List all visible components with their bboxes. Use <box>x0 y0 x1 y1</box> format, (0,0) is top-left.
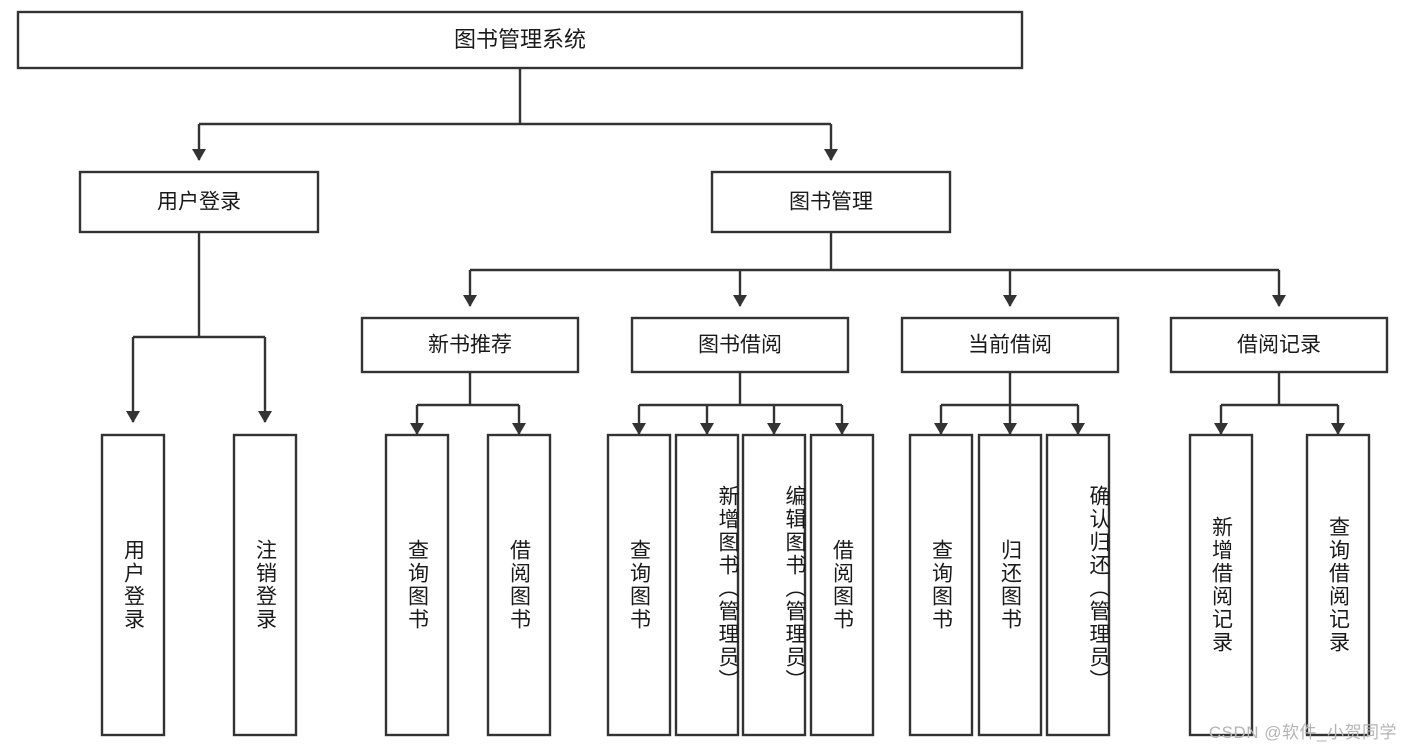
node-root-box[interactable] <box>16 10 1024 70</box>
leaf-box-book-borrow-2[interactable] <box>674 433 740 737</box>
leaf-box-current-borrow-1[interactable] <box>908 433 974 737</box>
connector-group-book-manage <box>463 232 1286 307</box>
leaf-box-borrow-record-1[interactable] <box>1188 433 1254 737</box>
node-book-borrow[interactable]: 图书借阅 <box>630 316 850 374</box>
connector-group-book-borrow <box>632 372 849 435</box>
node-borrow-record-label: 借阅记录 <box>1237 334 1321 357</box>
node-user-login-box[interactable] <box>78 170 320 234</box>
connector-group-new-book <box>410 372 526 435</box>
node-book-manage-box[interactable] <box>710 170 952 234</box>
node-book-manage[interactable]: 图书管理 <box>710 170 952 234</box>
leaf-box-new-book-2[interactable] <box>486 433 552 737</box>
leaf-box-user-login-1[interactable] <box>100 433 166 737</box>
leaf-box-user-login-2[interactable] <box>232 433 298 737</box>
connector-group-borrow-record <box>1214 372 1345 435</box>
node-user-login-label: 用户登录 <box>157 191 241 214</box>
connector-group-root <box>192 68 838 161</box>
leaf-box-borrow-record-2[interactable] <box>1305 433 1371 737</box>
node-current-borrow-box[interactable] <box>900 316 1120 374</box>
node-new-book-recommend[interactable]: 新书推荐 <box>360 316 580 374</box>
node-new-book-recommend-box[interactable] <box>360 316 580 374</box>
node-root-label: 图书管理系统 <box>454 27 586 52</box>
node-borrow-record-box[interactable] <box>1169 316 1389 374</box>
connector-group-user-login <box>126 232 272 423</box>
leaf-box-new-book-1[interactable] <box>384 433 450 737</box>
node-current-borrow-label: 当前借阅 <box>968 334 1052 357</box>
leaf-box-current-borrow-2[interactable] <box>977 433 1043 737</box>
leaf-box-book-borrow-1[interactable] <box>606 433 672 737</box>
leaf-box-book-borrow-4[interactable] <box>809 433 875 737</box>
node-book-manage-label: 图书管理 <box>789 191 873 214</box>
node-root[interactable]: 图书管理系统 <box>16 10 1024 70</box>
node-book-borrow-box[interactable] <box>630 316 850 374</box>
node-new-book-recommend-label: 新书推荐 <box>428 334 512 357</box>
leaf-box-book-borrow-3[interactable] <box>741 433 807 737</box>
node-borrow-record[interactable]: 借阅记录 <box>1169 316 1389 374</box>
connector-group-current-borrow <box>934 372 1085 435</box>
leaf-box-current-borrow-3[interactable] <box>1045 433 1111 737</box>
node-user-login[interactable]: 用户登录 <box>78 170 320 234</box>
node-current-borrow[interactable]: 当前借阅 <box>900 316 1120 374</box>
csdn-watermark: CSDN @软件_小贺同学 <box>1208 723 1397 742</box>
node-book-borrow-label: 图书借阅 <box>698 334 782 357</box>
